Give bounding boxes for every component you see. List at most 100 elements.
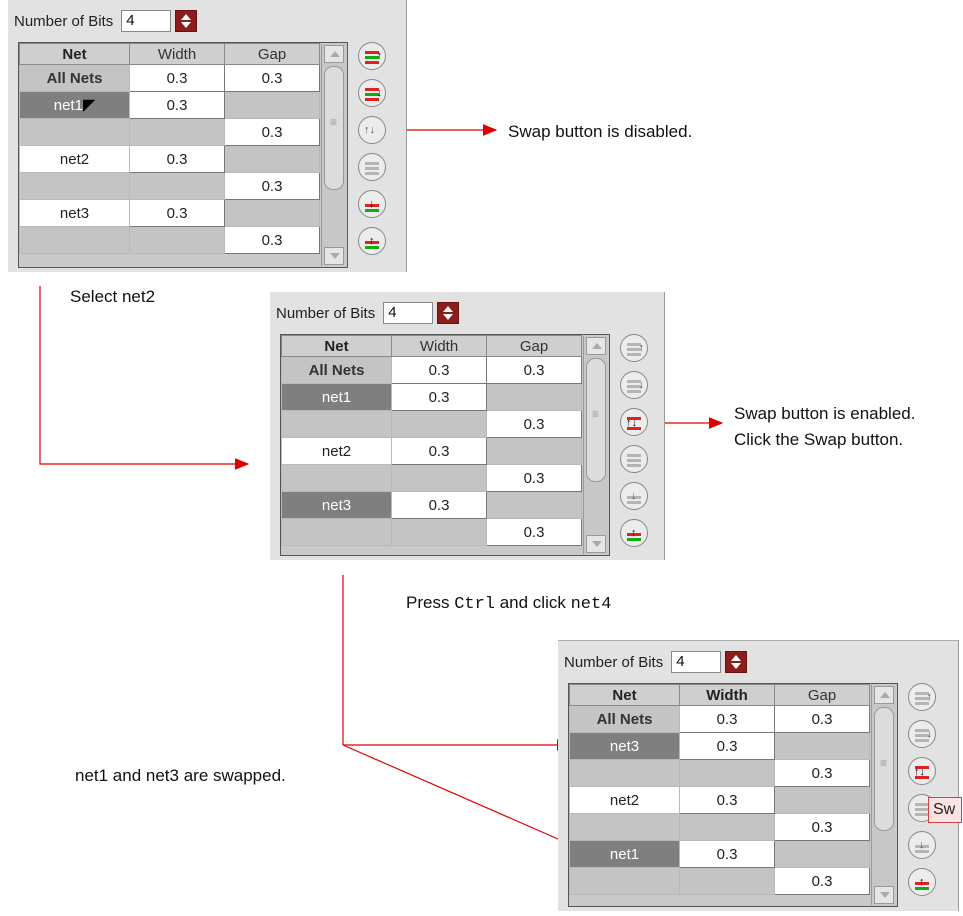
- table-row[interactable]: 0.3: [569, 759, 870, 787]
- move-to-top-button[interactable]: ↑: [358, 227, 386, 255]
- move-to-top-button[interactable]: ↑: [620, 519, 648, 547]
- net-cell[interactable]: net2: [19, 145, 130, 173]
- swap-button[interactable]: ↑↓: [358, 116, 386, 144]
- gap-cell[interactable]: 0.3: [486, 410, 582, 438]
- move-up-button[interactable]: ↑: [620, 334, 648, 362]
- number-of-bits-input[interactable]: 4: [383, 302, 434, 324]
- gap-cell[interactable]: [224, 145, 320, 173]
- column-header-net[interactable]: Net: [281, 335, 392, 357]
- net-cell[interactable]: net1: [569, 840, 680, 868]
- net-cell[interactable]: net3: [281, 491, 392, 519]
- scroll-down-button[interactable]: [324, 247, 344, 265]
- net-cell[interactable]: All Nets: [19, 64, 130, 92]
- gap-cell[interactable]: 0.3: [486, 518, 582, 546]
- table-row[interactable]: net1 0.3: [281, 383, 582, 411]
- move-to-top-button[interactable]: ↑: [908, 868, 936, 896]
- table-row[interactable]: All Nets 0.3 0.3: [19, 64, 320, 92]
- number-of-bits-spinner[interactable]: [725, 651, 748, 673]
- table-row[interactable]: 0.3: [19, 172, 320, 200]
- gap-cell[interactable]: [774, 840, 870, 868]
- vertical-scrollbar[interactable]: [583, 336, 608, 554]
- table-row[interactable]: 0.3: [569, 813, 870, 841]
- net-cell[interactable]: [569, 813, 680, 841]
- width-cell[interactable]: 0.3: [679, 840, 775, 868]
- move-to-bottom-button[interactable]: ↓: [620, 482, 648, 510]
- width-cell[interactable]: [679, 813, 775, 841]
- gap-cell[interactable]: 0.3: [224, 64, 320, 92]
- column-header-gap[interactable]: Gap: [224, 43, 320, 65]
- gap-cell[interactable]: 0.3: [774, 705, 870, 733]
- list-button[interactable]: [358, 153, 386, 181]
- swap-button[interactable]: ↑↓: [908, 757, 936, 785]
- gap-cell[interactable]: 0.3: [486, 464, 582, 492]
- table-row[interactable]: 0.3: [281, 518, 582, 546]
- width-cell[interactable]: 0.3: [679, 732, 775, 760]
- table-row[interactable]: 0.3: [281, 410, 582, 438]
- column-header-width[interactable]: Width: [129, 43, 225, 65]
- table-row[interactable]: net3 0.3: [19, 199, 320, 227]
- gap-cell[interactable]: 0.3: [224, 172, 320, 200]
- gap-cell[interactable]: 0.3: [224, 118, 320, 146]
- move-up-button[interactable]: ↑: [358, 42, 386, 70]
- net-cell[interactable]: [569, 759, 680, 787]
- gap-cell[interactable]: 0.3: [224, 226, 320, 254]
- gap-cell[interactable]: 0.3: [774, 867, 870, 895]
- width-cell[interactable]: [679, 759, 775, 787]
- width-cell[interactable]: 0.3: [391, 491, 487, 519]
- table-row[interactable]: 0.3: [281, 464, 582, 492]
- net-cell[interactable]: net1: [281, 383, 392, 411]
- column-header-width[interactable]: Width: [679, 684, 775, 706]
- gap-cell[interactable]: [224, 199, 320, 227]
- gap-cell[interactable]: 0.3: [774, 759, 870, 787]
- table-row[interactable]: net2 0.3: [281, 437, 582, 465]
- column-header-gap[interactable]: Gap: [774, 684, 870, 706]
- move-down-button[interactable]: ↓: [908, 720, 936, 748]
- width-cell[interactable]: [129, 226, 225, 254]
- move-to-bottom-button[interactable]: ↓: [908, 831, 936, 859]
- net-cell[interactable]: All Nets: [569, 705, 680, 733]
- scroll-down-button[interactable]: [586, 535, 606, 553]
- vertical-scrollbar[interactable]: [871, 685, 896, 905]
- move-down-button[interactable]: ↓: [358, 79, 386, 107]
- table-row[interactable]: 0.3: [19, 118, 320, 146]
- table-row[interactable]: net2 0.3: [19, 145, 320, 173]
- table-row[interactable]: net3 0.3: [281, 491, 582, 519]
- net-cell[interactable]: net2: [281, 437, 392, 465]
- net-cell[interactable]: [569, 867, 680, 895]
- net-cell[interactable]: [281, 464, 392, 492]
- gap-cell[interactable]: 0.3: [486, 356, 582, 384]
- number-of-bits-input[interactable]: 4: [671, 651, 722, 673]
- table-row[interactable]: 0.3: [569, 867, 870, 895]
- net-cell[interactable]: [19, 118, 130, 146]
- column-header-net[interactable]: Net: [19, 43, 130, 65]
- width-cell[interactable]: [391, 518, 487, 546]
- net-cell[interactable]: [19, 172, 130, 200]
- swap-button[interactable]: ↑↓: [620, 408, 648, 436]
- list-button[interactable]: [620, 445, 648, 473]
- move-to-bottom-button[interactable]: ↓: [358, 190, 386, 218]
- number-of-bits-spinner[interactable]: [175, 10, 198, 32]
- width-cell[interactable]: 0.3: [129, 91, 225, 119]
- width-cell[interactable]: 0.3: [129, 145, 225, 173]
- net-cell[interactable]: net3: [569, 732, 680, 760]
- scroll-up-button[interactable]: [586, 337, 606, 355]
- width-cell[interactable]: [391, 464, 487, 492]
- column-header-net[interactable]: Net: [569, 684, 680, 706]
- width-cell[interactable]: 0.3: [391, 383, 487, 411]
- scroll-thumb[interactable]: [586, 358, 606, 482]
- table-row[interactable]: All Nets 0.3 0.3: [569, 705, 870, 733]
- column-header-gap[interactable]: Gap: [486, 335, 582, 357]
- move-up-button[interactable]: ↑: [908, 683, 936, 711]
- gap-cell[interactable]: [774, 786, 870, 814]
- width-cell[interactable]: [679, 867, 775, 895]
- gap-cell[interactable]: [486, 491, 582, 519]
- gap-cell[interactable]: [486, 437, 582, 465]
- scroll-up-button[interactable]: [324, 45, 344, 63]
- table-row[interactable]: net1 0.3: [569, 840, 870, 868]
- vertical-scrollbar[interactable]: [321, 44, 346, 266]
- table-row[interactable]: net1◤ 0.3: [19, 91, 320, 119]
- width-cell[interactable]: 0.3: [391, 437, 487, 465]
- scroll-thumb[interactable]: [874, 707, 894, 831]
- number-of-bits-input[interactable]: 4: [121, 10, 172, 32]
- net-cell[interactable]: net1◤: [19, 91, 130, 119]
